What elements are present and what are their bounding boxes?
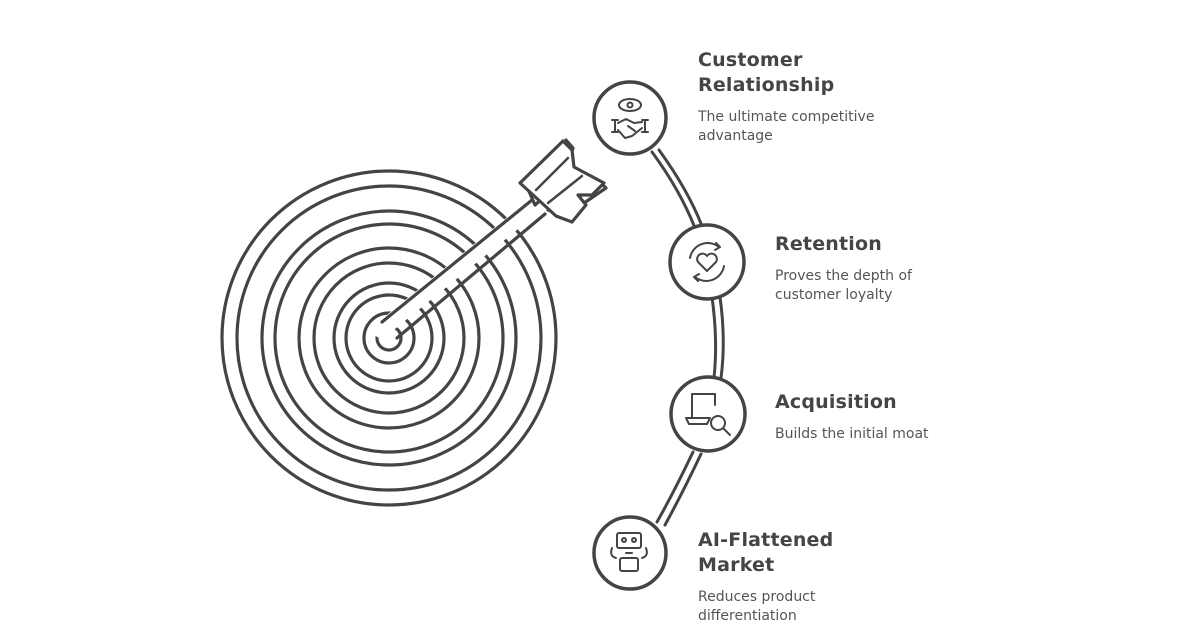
- step-desc-line: advantage: [698, 128, 773, 144]
- laptop-search-icon: [685, 393, 731, 436]
- step-title: Acquisition: [775, 390, 929, 415]
- step-node-4: [592, 515, 668, 591]
- step-description: Reduces product differentiation: [698, 588, 833, 626]
- step-title-line: AI-Flattened: [698, 529, 834, 551]
- step-acquisition: Acquisition Builds the initial moat: [775, 390, 929, 444]
- step-title-line: Market: [698, 554, 775, 576]
- arrow-icon: [373, 138, 608, 340]
- step-desc-line: customer loyalty: [775, 287, 893, 303]
- step-title: Customer Relationship: [698, 48, 874, 98]
- target-icon: [220, 169, 558, 507]
- step-node-2: [668, 223, 746, 301]
- step-title-line: Customer: [698, 49, 803, 71]
- arc-connector: [650, 148, 725, 527]
- step-title-line: Relationship: [698, 74, 835, 96]
- step-desc-line: The ultimate competitive: [698, 109, 875, 125]
- step-desc-line: differentiation: [698, 608, 797, 624]
- heart-cycle-icon: [689, 242, 725, 282]
- step-node-1: [592, 80, 668, 156]
- step-customer-relationship: Customer Relationship The ultimate compe…: [698, 48, 874, 146]
- step-description: Proves the depth of customer loyalty: [775, 267, 912, 305]
- step-title-line: Retention: [775, 233, 882, 255]
- step-retention: Retention Proves the depth of customer l…: [775, 232, 912, 305]
- step-title: AI-Flattened Market: [698, 528, 833, 578]
- step-node-3: [669, 375, 747, 453]
- step-desc-line: Builds the initial moat: [775, 426, 929, 442]
- eye-handshake-icon: [611, 98, 649, 139]
- step-title: Retention: [775, 232, 912, 257]
- step-description: Builds the initial moat: [775, 425, 929, 444]
- step-ai-flattened-market: AI-Flattened Market Reduces product diff…: [698, 528, 833, 626]
- robot-icon: [610, 532, 648, 572]
- step-description: The ultimate competitive advantage: [698, 108, 874, 146]
- step-desc-line: Proves the depth of: [775, 268, 912, 284]
- step-title-line: Acquisition: [775, 391, 897, 413]
- step-desc-line: Reduces product: [698, 589, 816, 605]
